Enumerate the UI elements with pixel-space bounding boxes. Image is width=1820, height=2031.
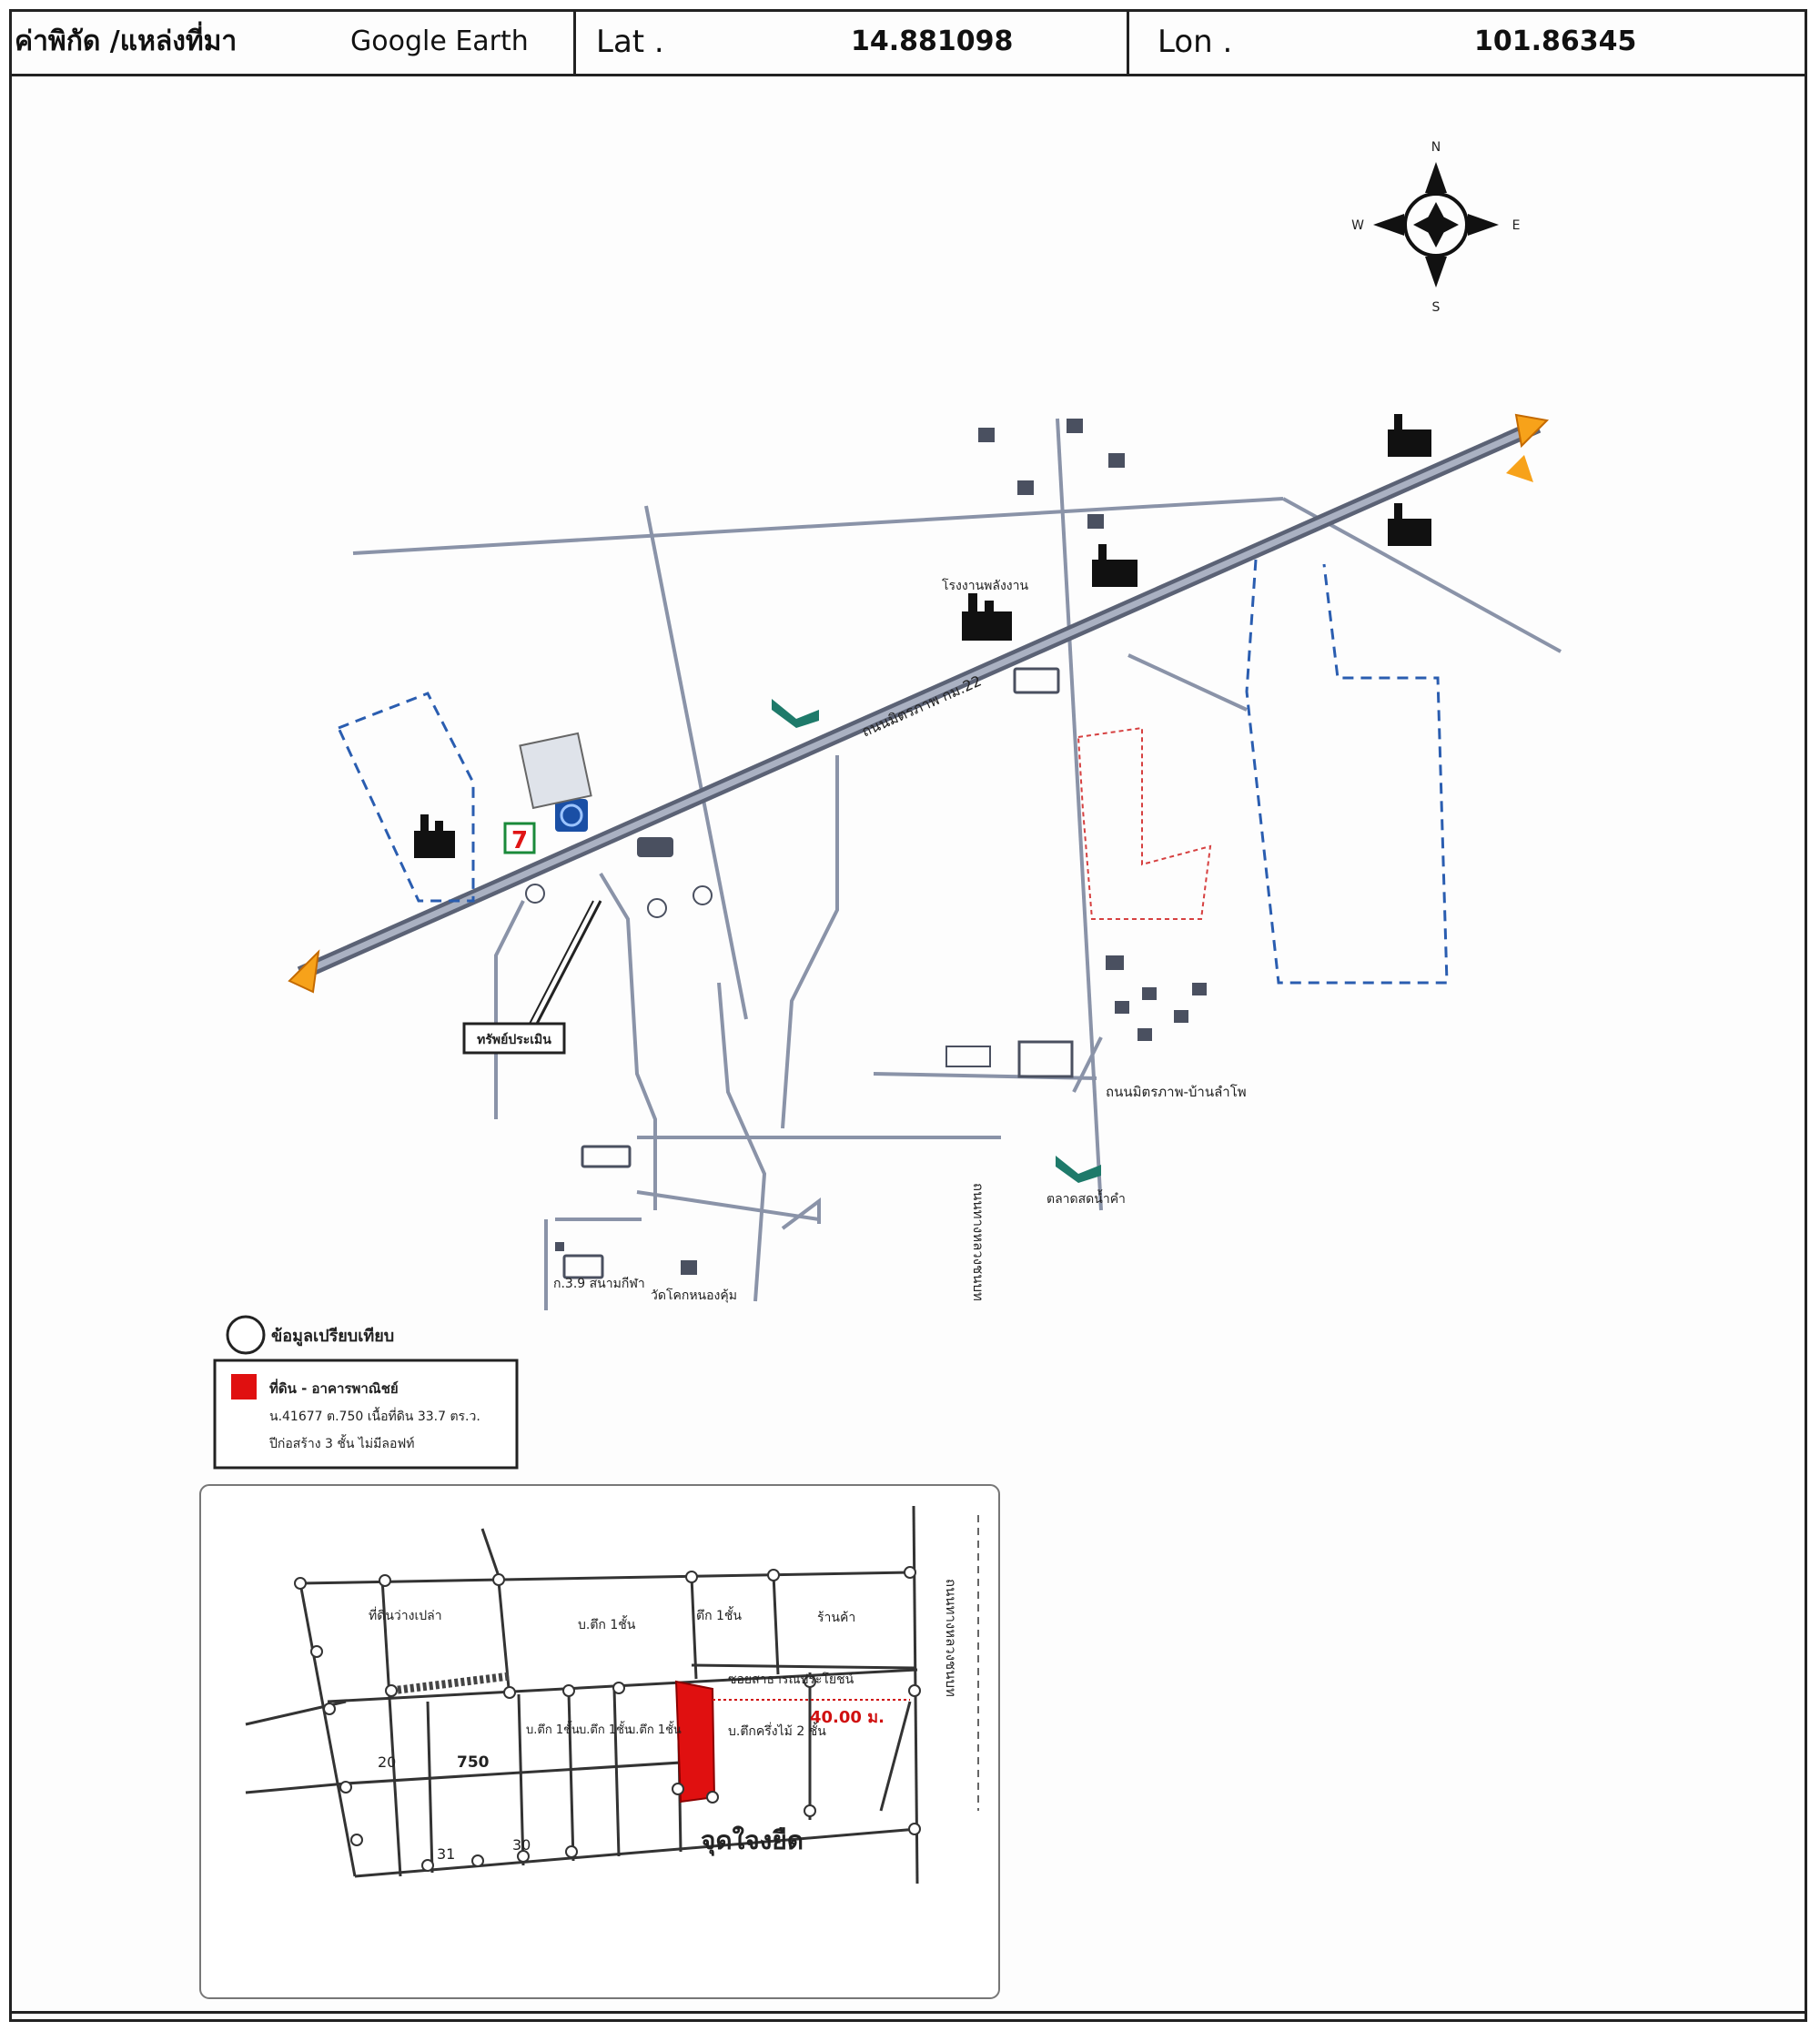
stadium-icon — [1506, 455, 1533, 482]
seven-eleven-icon: 7 — [503, 822, 536, 854]
map-text-labels: ถนนมิตรภาพ-บ้านลำโพ ถนนทางหลวงชนบท วัดโค… — [553, 578, 1247, 1303]
compass-east: E — [1512, 218, 1521, 233]
inset-building-7: บ.ตึก 1ชั้น — [628, 1721, 682, 1737]
gas-station-icon — [555, 799, 588, 832]
factory-icon — [414, 414, 1431, 858]
compare-legend-icon — [226, 1315, 266, 1355]
shopping-mall-icon — [519, 732, 592, 810]
highway-arrow-east — [1514, 413, 1550, 449]
inset-road-name: ถนนทางหลวงชนบท — [943, 1579, 959, 1697]
seven-eleven-label: 7 — [511, 827, 528, 854]
lon-label: Lon . — [1158, 23, 1233, 60]
highway-label: ถนนมิตรภาพ กม.22 — [859, 672, 984, 741]
inset-lane-label: ซอยสาธารณประโยชน์ — [728, 1672, 854, 1687]
compass-rose: N S W E — [1351, 140, 1520, 315]
subject-legend-swatch — [231, 1374, 257, 1399]
subject-legend-line3: ปีก่อสร้าง 3 ชั้น ไม่มีลอฟท์ — [269, 1434, 415, 1451]
footer-border — [9, 2011, 1807, 2014]
compass-south: S — [1432, 300, 1441, 315]
compare-legend-label: ข้อมูลเปรียบเทียบ — [271, 1327, 394, 1347]
inset-building-3: ร้านค้า — [817, 1611, 855, 1625]
inset-lot-30: 30 — [512, 1836, 531, 1854]
inset-lot-20: 20 — [378, 1753, 396, 1771]
road-network — [352, 418, 1562, 1310]
lon-value: 101.86345 — [1474, 25, 1637, 57]
factory-label: โรงงานพลังงาน — [942, 578, 1028, 593]
boundary-zones — [337, 559, 1449, 985]
market-label: ตลาดสดน้ำคำ — [1046, 1189, 1126, 1207]
temple-label: วัดโคกหนองคุ้ม — [651, 1288, 737, 1303]
inset-subject-lot — [674, 1680, 716, 1804]
village-outline — [1077, 726, 1212, 920]
lat-value: 14.881098 — [851, 25, 1014, 57]
highway-arrow-west — [288, 949, 320, 994]
inset-lane — [390, 1672, 511, 1695]
inset-building-4: บ.ตึกครึ่งไม้ 2 ชั้น — [728, 1722, 826, 1739]
inset-map: ถนนทางหลวงชนบท ซอยสาธารณประโยชน์ 40.00 ม… — [199, 1484, 1000, 1999]
inset-building-5: บ.ตึก 1ชั้น — [526, 1721, 580, 1737]
compass-west: W — [1351, 218, 1364, 233]
tree-label: ก.3.9 สนามกีฬา — [553, 1277, 645, 1291]
road-label: ถนนมิตรภาพ-บ้านลำโพ — [1106, 1084, 1247, 1100]
source-value: Google Earth — [350, 25, 529, 57]
legend: ข้อมูลเปรียบเทียบ ที่ดิน - อาคารพาณิชย์ … — [213, 1315, 519, 1470]
lat-label: Lat . — [596, 23, 664, 60]
source-label: ค่าพิกัด /แหล่งที่มา — [15, 25, 238, 57]
subject-tag: ทรัพย์ประเมิน — [477, 1032, 551, 1047]
inset-lot-750: 750 — [457, 1753, 490, 1772]
coordinates-header: ค่าพิกัด /แหล่งที่มา Google Earth Lat . … — [9, 9, 1807, 76]
inset-building-2: ตึก 1ชั้น — [696, 1606, 742, 1623]
main-highway: ถนนมิตรภาพ กม.22 — [288, 413, 1550, 994]
building-icon — [525, 419, 1207, 1279]
subject-legend-title: ที่ดิน - อาคารพาณิชย์ — [269, 1379, 399, 1397]
header-divider — [573, 9, 576, 76]
water-tower-icon — [772, 699, 1101, 1183]
inset-land-label: ที่ดินว่างเปล่า — [369, 1607, 442, 1623]
inset-distance: 40.00 ม. — [810, 1708, 885, 1727]
subject-legend-line2: น.41677 ต.750 เนื้อที่ดิน 33.7 ตร.ว. — [269, 1407, 480, 1424]
inset-lot-31: 31 — [437, 1845, 455, 1863]
inset-frame — [199, 1484, 1000, 1999]
inset-building-1: บ.ตึก 1ชั้น — [578, 1615, 636, 1632]
tollway-label: ถนนทางหลวงชนบท — [970, 1183, 986, 1301]
inset-building-6: บ.ตึก 1ชั้น — [579, 1721, 632, 1737]
subject-legend-box — [213, 1359, 519, 1470]
subject-pointer: ทรัพย์ประเมิน — [462, 900, 602, 1055]
inset-subject-name: จุดใจงยืด — [701, 1825, 804, 1856]
header-divider — [1127, 9, 1129, 76]
compass-north: N — [1431, 140, 1441, 155]
